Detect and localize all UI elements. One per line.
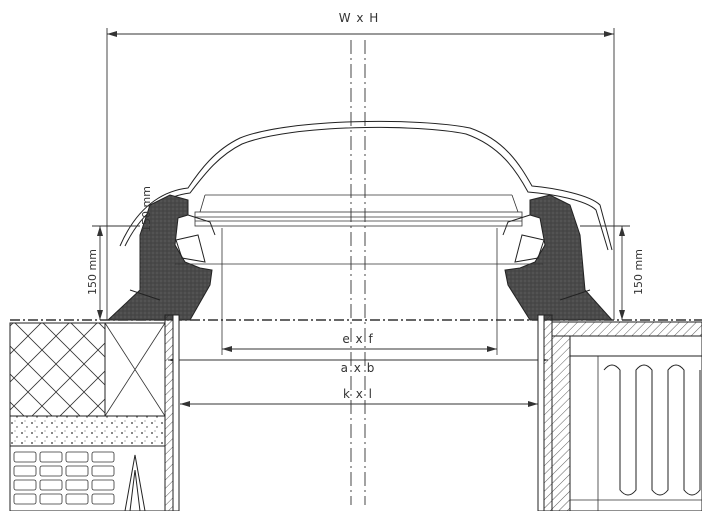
label-upstand-left: 150 mm [86, 249, 99, 295]
label-upstand-right: 150 mm [632, 249, 645, 295]
dimension-upstand-left: 150 mm [86, 225, 140, 320]
dimension-k-x-l: k x l [180, 387, 538, 407]
label-upstand-mid: 150 mm [140, 186, 153, 232]
right-upstand-frame [502, 194, 614, 321]
right-lining [537, 314, 553, 511]
left-upstand-frame [106, 194, 216, 321]
dimension-upstand-right: 150 mm [580, 225, 645, 320]
label-e-x-f: e x f [342, 332, 373, 346]
right-roof-buildup [551, 321, 702, 511]
opening-guides [175, 228, 543, 355]
left-masonry [9, 445, 166, 511]
dome-glazing [119, 120, 613, 251]
dimension-e-x-f: e x f [222, 332, 497, 352]
dimension-a-x-b: a x b [168, 357, 548, 375]
dimension-w-x-h: W x H [106, 11, 615, 320]
center-axis [350, 40, 366, 505]
left-concrete [9, 415, 166, 447]
dimension-upstand-mid: 150 mm [140, 186, 153, 232]
right-insulation [570, 364, 702, 501]
label-k-x-l: k x l [343, 387, 373, 401]
left-lining [164, 314, 180, 511]
label-w-x-h: W x H [339, 11, 380, 25]
label-a-x-b: a x b [341, 361, 376, 375]
inner-glazing-panel [194, 194, 523, 227]
left-insulation [9, 322, 166, 417]
